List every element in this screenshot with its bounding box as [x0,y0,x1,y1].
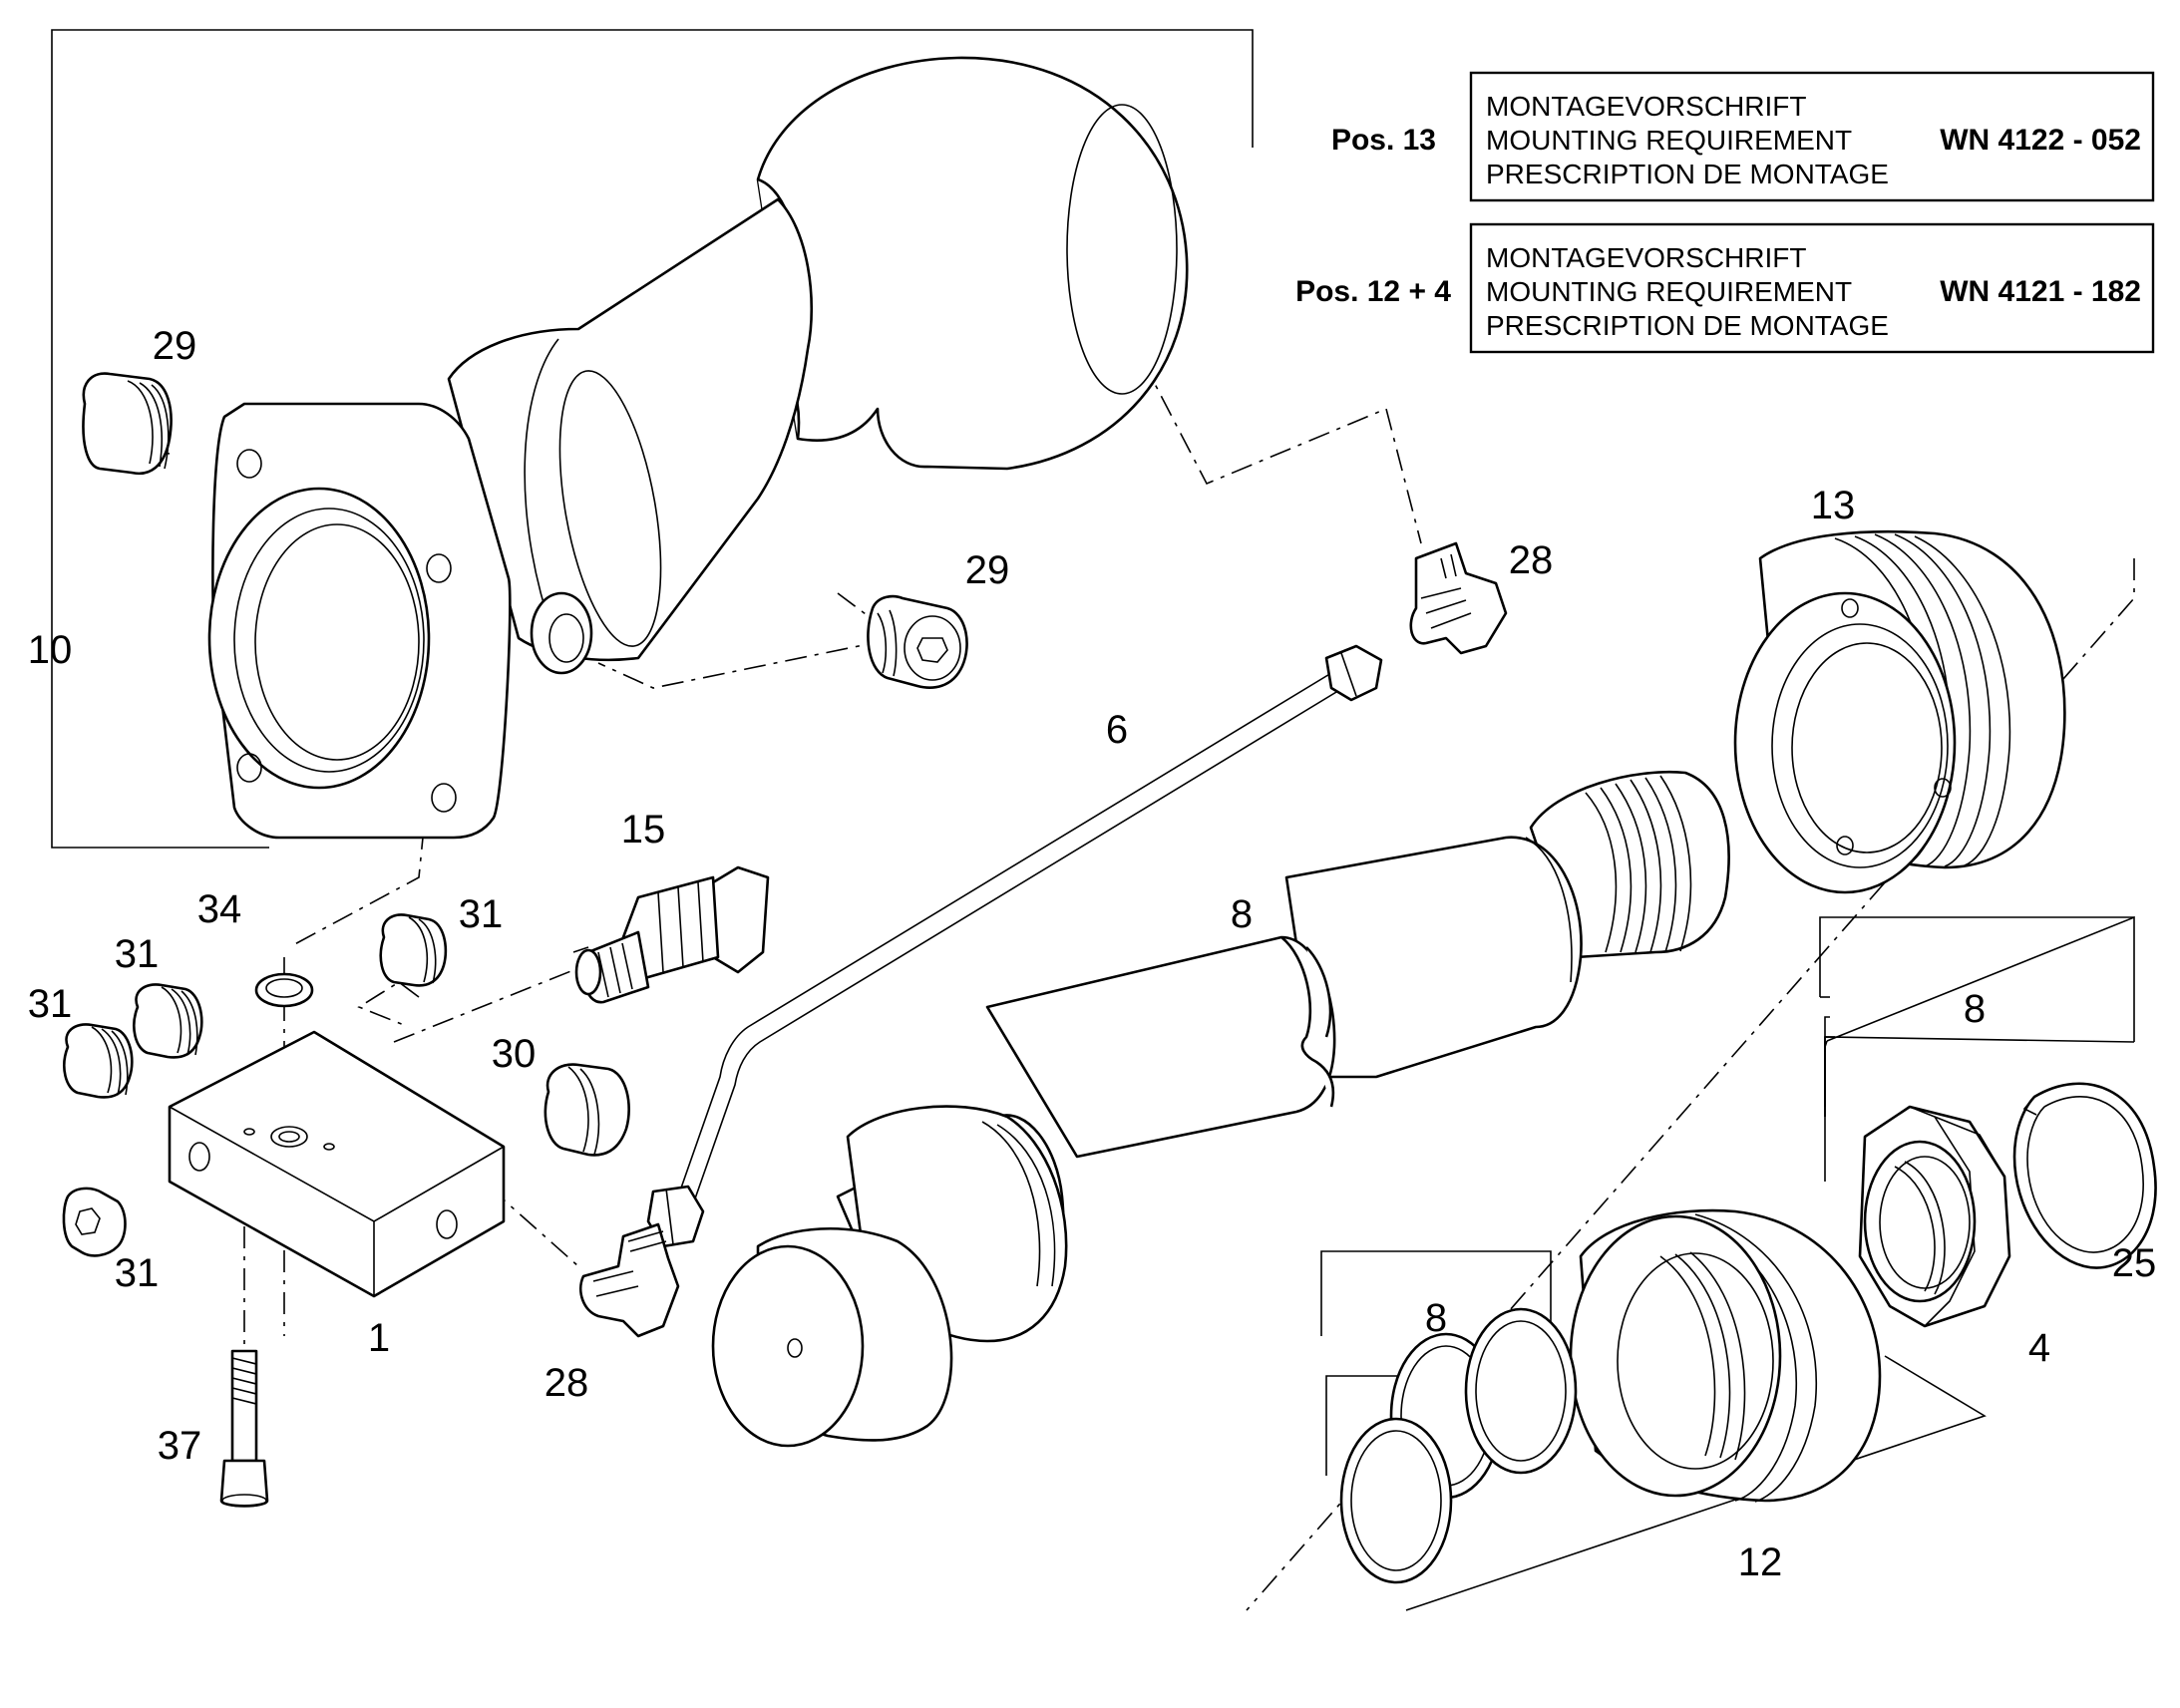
callout-25: 25 [2112,1241,2157,1285]
callout-6: 6 [1106,708,1128,752]
screw-plug-part-31d [62,1187,127,1257]
seal-bracket-8a [1819,916,2134,1052]
callout-8a: 8 [1231,892,1253,936]
callout-28a: 28 [1509,538,1554,582]
guide-bushing-part-12 [1569,1208,1882,1503]
elbow-fitting-part-28a [1409,541,1508,655]
note-standard-code: WN 4122 - 052 [1940,124,2141,157]
bolt-part-37 [219,1349,269,1508]
valve-part-15 [574,865,770,1004]
note-standard-code: WN 4121 - 182 [1940,275,2141,308]
bracket-8b [1824,1036,1835,1107]
screw-plug-part-31c [63,1023,134,1099]
callout-31a: 31 [459,892,504,936]
screw-plug-part-29a [82,372,173,476]
valve-block-part-1 [168,1030,506,1298]
note-line-de: MONTAGEVORSCHRIFT [1486,242,1806,273]
note-pos-label: Pos. 13 [1331,124,1436,157]
note-line-fr: PRESCRIPTION DE MONTAGE [1486,159,1889,189]
note-line-en: MOUNTING REQUIREMENT [1486,125,1852,156]
mounting-note-pos12-4: Pos. 12 + 4 MONTAGEVORSCHRIFT MOUNTING R… [1295,222,2155,354]
callout-12: 12 [1738,1540,1783,1584]
callout-labels: 29 10 29 28 13 6 15 34 31 31 31 30 31 1 … [28,324,2157,1584]
snap-ring-part-25 [2012,1082,2157,1269]
note-pos-label: Pos. 12 + 4 [1295,275,1451,308]
seal-rings-part-8 [1339,1307,1578,1584]
callout-1: 1 [368,1316,390,1360]
callout-4: 4 [2028,1326,2050,1370]
callout-28b: 28 [545,1361,589,1405]
callout-29b: 29 [965,548,1010,592]
note-line-fr: PRESCRIPTION DE MONTAGE [1486,310,1889,341]
note-line-de: MONTAGEVORSCHRIFT [1486,91,1806,122]
piston-rod-part-8 [711,771,1730,1448]
callout-8c: 8 [1425,1296,1447,1340]
callout-30: 30 [492,1032,537,1076]
pipe-part-6 [646,644,1383,1248]
callout-29a: 29 [153,324,197,368]
note-line-en: MOUNTING REQUIREMENT [1486,276,1852,307]
callout-31d: 31 [115,1251,160,1295]
callout-34: 34 [197,887,242,931]
callout-13: 13 [1811,484,1856,527]
callout-31b: 31 [115,932,160,976]
screw-plug-part-29b [867,594,968,689]
screw-plug-part-31b [133,983,203,1059]
seal-bracket-12 [1320,1250,1987,1611]
cylinder-housing-part-10 [207,56,1189,840]
group-bracket-10 [51,29,1254,849]
callout-10: 10 [28,628,73,672]
screw-plug-part-31a [379,913,448,987]
mounting-note-pos13: Pos. 13 MONTAGEVORSCHRIFT MOUNTING REQUI… [1331,71,2155,202]
nut-part-4 [1858,1105,2011,1328]
gland-part-13 [1733,529,2066,894]
elbow-fitting-part-28b [578,1222,680,1338]
callout-31c: 31 [28,982,73,1026]
callout-15: 15 [621,808,666,852]
bracket-8-right [1824,1036,2135,1182]
callout-37: 37 [158,1424,202,1468]
callout-8b: 8 [1964,987,1986,1031]
o-ring-part-34 [254,972,314,1008]
plug-part-30 [544,1063,630,1157]
